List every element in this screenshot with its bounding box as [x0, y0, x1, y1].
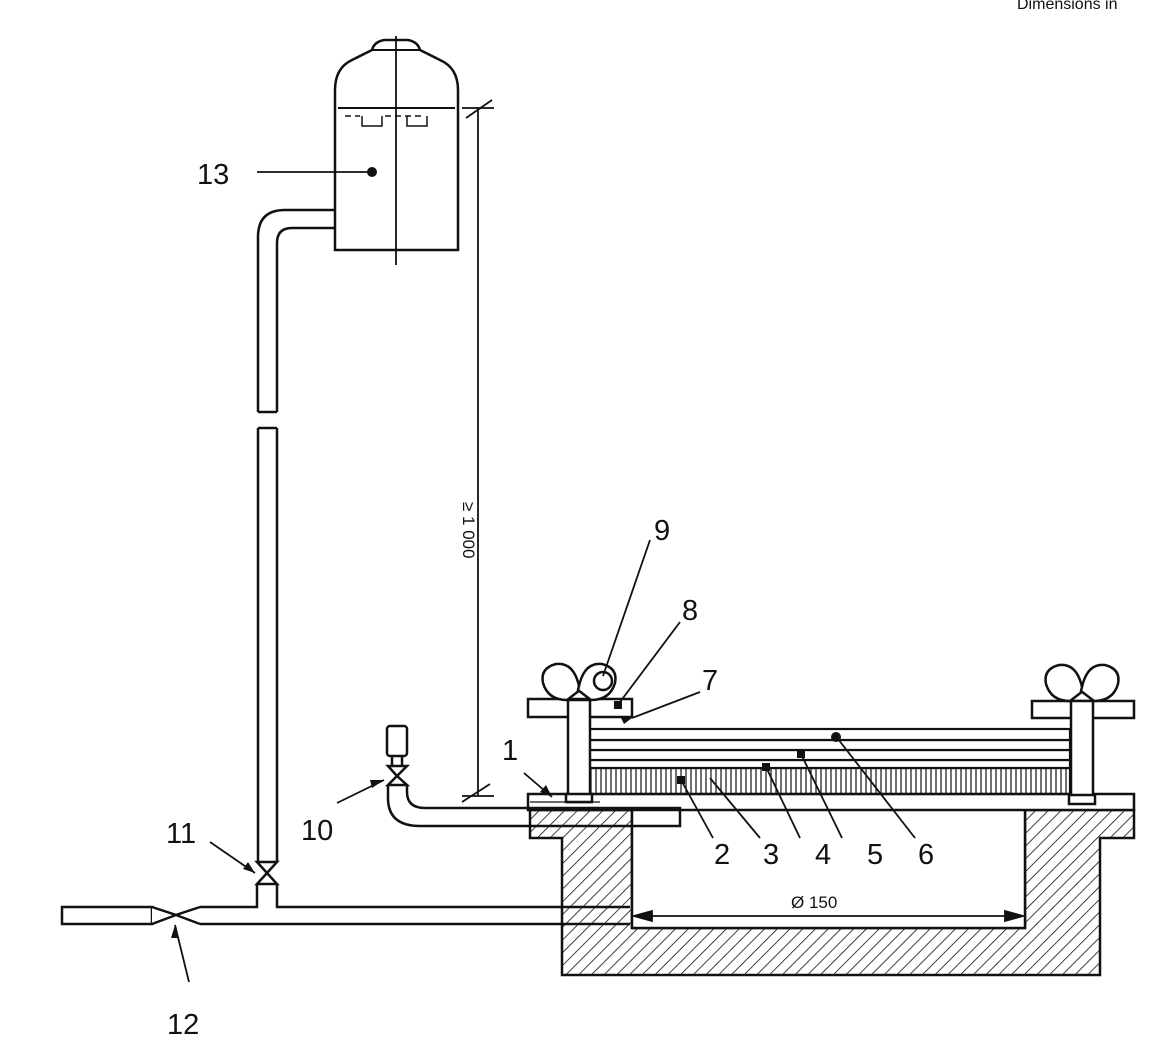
clamp-bolt-left	[526, 662, 634, 804]
part-labels: 13 9 8 7 1 2 3 4 5 6 10 11 12	[166, 159, 934, 1041]
label-3: 3	[763, 839, 779, 871]
label-12: 12	[167, 1009, 199, 1039]
reservoir-marker	[367, 167, 377, 177]
arrowheads	[171, 716, 632, 938]
label-10: 10	[301, 815, 333, 847]
clamp-bolt-right	[1030, 663, 1136, 806]
label-13: 13	[197, 159, 229, 191]
reservoir-bottle	[333, 36, 460, 265]
supply-pipe	[256, 208, 335, 862]
label-9: 9	[654, 515, 670, 547]
overflow-pipe	[384, 724, 682, 828]
diameter-dimension	[630, 909, 1027, 923]
label-8: 8	[682, 595, 698, 627]
label-5: 5	[867, 839, 883, 871]
label-11: 11	[166, 818, 196, 850]
label-1: 1	[502, 735, 518, 767]
specimen-stack	[578, 727, 1072, 796]
label-4: 4	[815, 839, 831, 871]
label-7: 7	[702, 665, 718, 697]
units-note: Dimensions in	[1017, 0, 1117, 13]
height-dimension	[461, 99, 494, 803]
height-text: ≥ 1 000	[459, 502, 478, 559]
valve-11	[254, 860, 280, 899]
cell-body	[526, 792, 1136, 977]
label-6: 6	[918, 839, 934, 871]
label-2: 2	[714, 839, 730, 871]
leader-lines	[174, 171, 916, 983]
main-pipe	[60, 899, 630, 926]
diameter-text: Ø 150	[791, 893, 837, 912]
